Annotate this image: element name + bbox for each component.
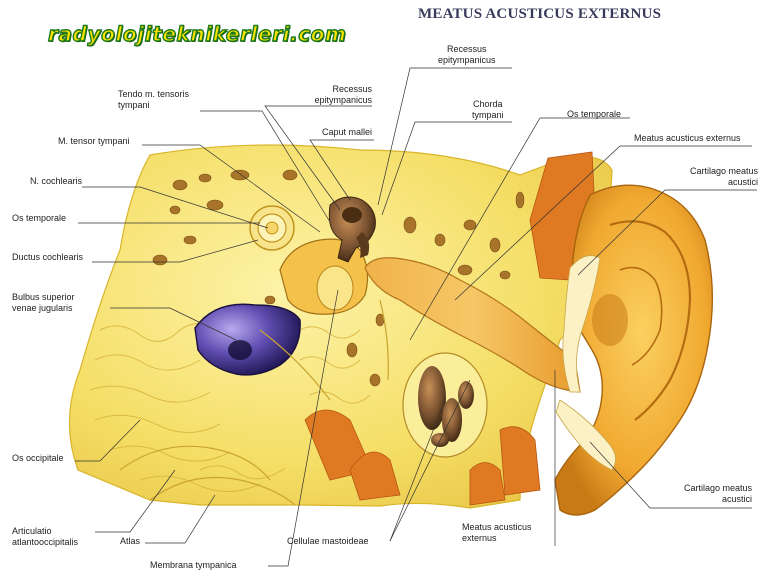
leader-recessus-mid [264,105,372,211]
label-meatus-acusticus-externus-bottom: Meatus acusticus externus [462,522,532,543]
label-n-cochlearis: N. cochlearis [30,176,83,186]
label-tendo-tensoris-tympani: Tendo m. tensoris tympani [118,89,190,110]
label-meatus-acusticus-externus-top: Meatus acusticus externus [634,133,741,143]
label-ductus-cochlearis: Ductus cochlearis [12,252,84,262]
label-leader-lines [75,67,757,567]
leader-meatus-top [454,145,752,301]
leader-bulbus [110,307,237,341]
leader-tendo-tensoris [200,110,331,223]
mastoid-cells [402,352,488,458]
leader-articulatio [95,469,176,533]
meatus-cartilage [555,255,616,471]
watermark-logo: radyolojiteknikerleri.com [47,21,347,46]
label-os-temporale-top: Os temporale [567,109,622,119]
leader-atlas [145,494,216,544]
leader-ductus-cochlearis [92,239,259,263]
leader-chorda-tympani [381,121,512,216]
leader-cartilago-bottom [589,441,752,509]
label-os-occipitale: Os occipitale [12,453,64,463]
label-membrana-tympanica: Membrana tympanica [150,560,237,570]
tympanic-membrane-shape [316,265,354,311]
leader-membrana [268,289,339,567]
bone-pits [152,169,525,387]
label-bulbus-superior: Bulbus superior venae jugularis [12,292,75,313]
leader-recessus-top [377,67,512,206]
occipital-atlas-outline [119,299,389,506]
label-cellulae-mastoideae: Cellulae mastoideae [287,536,369,546]
label-caput-mallei: Caput mallei [322,127,373,137]
label-chorda-tympani: Chorda tympani [472,99,504,120]
auricle [554,184,714,516]
leader-n-cochlearis [82,186,269,229]
label-cartilago-meatus-bottom: Cartilago meatus acustici [683,483,752,504]
label-atlas: Atlas [120,536,141,546]
cochlea [249,205,295,251]
leader-cellulae-1 [389,399,446,542]
leader-os-occipitale [75,419,141,462]
leader-cartilago-top [577,189,757,276]
jugular-bulb [194,303,301,376]
leader-cellulae-2 [389,379,471,542]
ossicles [328,196,376,263]
leader-caput-mallei [309,139,374,201]
label-os-temporale-left: Os temporale [12,213,67,223]
leader-tensor-tympani [142,144,321,233]
page-title: MEATUS ACUSTICUS EXTERNUS [418,6,662,22]
label-recessus-epitympanicus-top: Recessus epitympanicus [438,44,496,65]
label-cartilago-meatus-top: Cartilago meatus acustici [689,166,758,187]
label-m-tensor-tympani: M. tensor tympani [58,136,130,146]
label-recessus-epitympanicus-mid: Recessus epitympanicus [314,84,372,105]
label-articulatio-atlantooccipitalis: Articulatio atlantooccipitalis [12,526,79,547]
leader-os-temporale-top [409,117,630,341]
